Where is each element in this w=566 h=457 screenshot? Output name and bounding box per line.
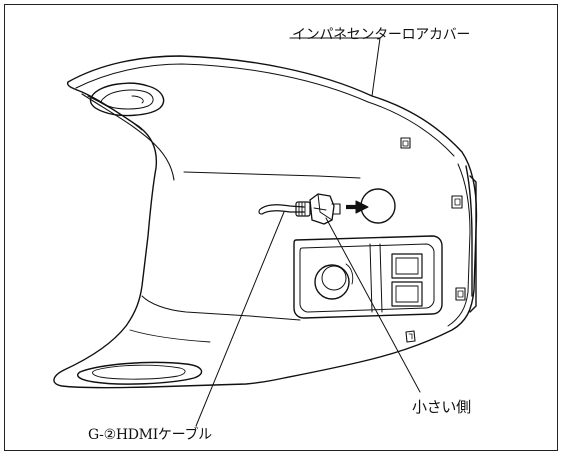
top-recess [89,82,165,117]
hood-edge [81,93,175,181]
hdmi-cable-drawing [258,193,369,225]
switch-panel [293,235,443,319]
hdmi-cable-callout-label: G-②HDMIケーブル [88,427,212,443]
right-wall [465,165,477,313]
diagram-frame [4,4,558,451]
leader-lines [195,37,421,427]
cover-rim-inner [75,63,471,327]
lower-step [141,295,301,321]
cover-callout-label: インパネセンターロアカバー [292,27,471,43]
bottom-recess [76,361,203,385]
small-side-callout-label: 小さい側 [412,398,471,416]
cover-outline [53,55,478,389]
clip-marks [400,137,466,343]
crease-line [183,171,361,179]
